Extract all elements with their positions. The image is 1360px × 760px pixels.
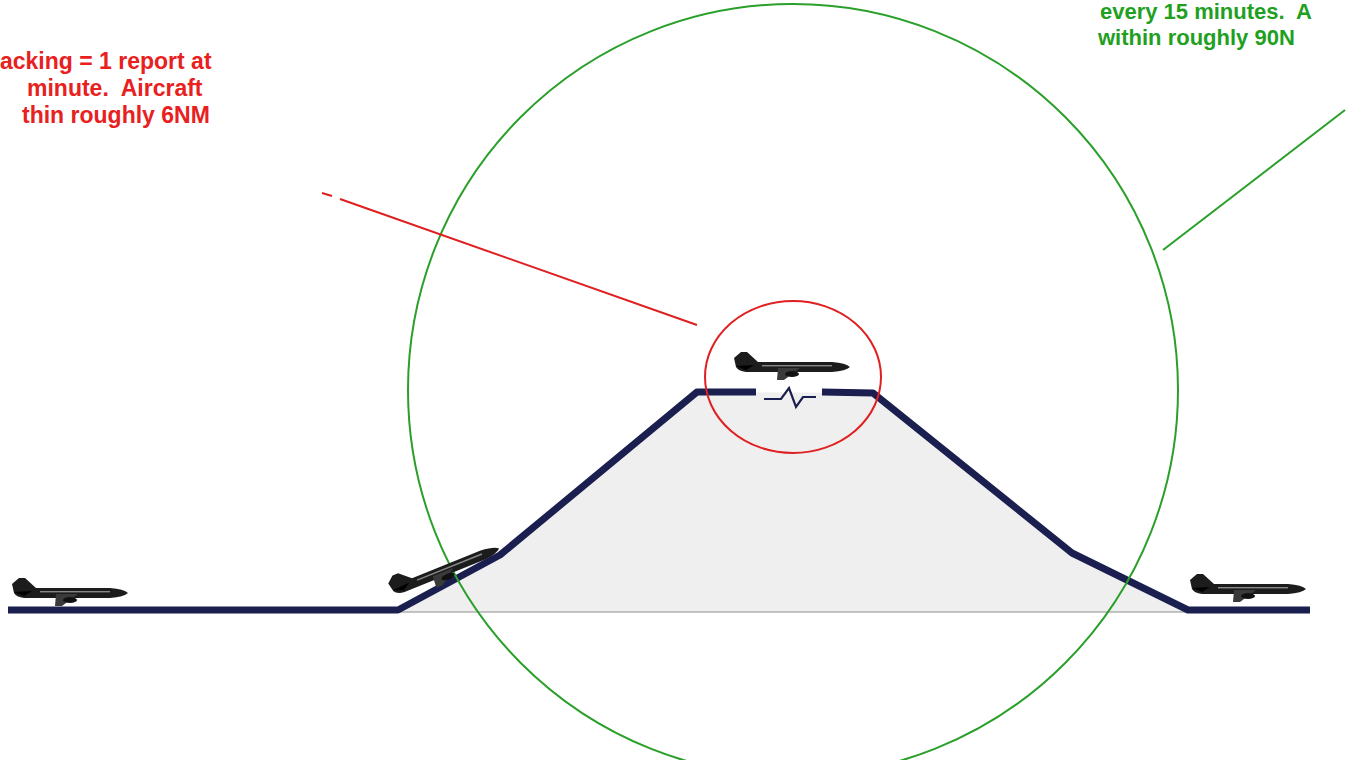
profile-fill	[398, 392, 1188, 612]
callout-text-90nm: within roughly 90N	[1098, 25, 1295, 50]
range-circle-6nm	[705, 301, 881, 453]
callout-text-6nm: acking = 1 report at	[0, 48, 212, 74]
callout-text-6nm: thin roughly 6NM	[22, 102, 210, 128]
flight-path	[8, 392, 756, 610]
callout-text-90nm: every 15 minutes. A	[1100, 0, 1312, 24]
airplane-silhouette	[386, 535, 504, 604]
flight-path	[822, 392, 1310, 610]
leader-line	[322, 193, 332, 196]
leader-line	[340, 199, 697, 325]
baseline	[398, 611, 1188, 613]
range-circle-90nm	[408, 4, 1178, 760]
datalink-symbol	[764, 388, 816, 407]
leader-line	[1163, 110, 1345, 250]
callout-text-6nm: minute. Aircraft	[27, 75, 203, 101]
airplane-silhouette	[12, 578, 128, 606]
airplane-silhouette	[1190, 574, 1306, 602]
airplane-silhouette	[734, 352, 850, 380]
